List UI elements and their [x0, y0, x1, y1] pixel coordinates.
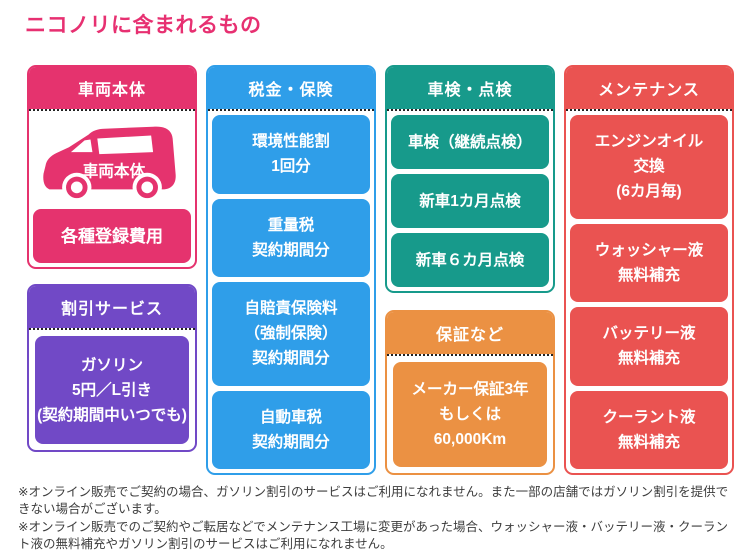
- footnote: ※オンライン販売でのご契約やご転居などでメンテナンス工場に変更があった場合、ウォ…: [18, 520, 728, 551]
- footnote: ※オンライン販売でご契約の場合、ガソリン割引のサービスはご利用になれません。また…: [18, 485, 729, 516]
- page-title: ニコノリに含まれるもの: [25, 14, 262, 37]
- maintenance-item-coolant: クーラント液 無料補充: [570, 390, 728, 470]
- car-icon: 車両本体: [43, 126, 176, 202]
- maintenance-item-battery: バッテリー液 無料補充: [570, 307, 728, 386]
- inspection-item-shaken: 車検（継続点検）: [391, 115, 549, 170]
- item-line: 1回分: [271, 158, 311, 176]
- card-warranty: 保証など メーカー保証3年 もしくは 60,000Km: [385, 310, 555, 476]
- dotted-divider: [387, 109, 553, 112]
- section-header-warranty: 保証など: [387, 312, 553, 355]
- item-line: 交換: [633, 158, 665, 176]
- item-line: 無料補充: [617, 433, 680, 451]
- dotted-divider: [208, 109, 374, 112]
- card-inspection: 車検・点検 車検（継続点検） 新車1カ月点検 新車６カ月点検: [385, 65, 555, 294]
- car-illustration: 車両本体: [33, 115, 191, 204]
- item-line: 契約期間分: [252, 433, 330, 451]
- item-line: 契約期間分: [252, 350, 330, 368]
- item-line: (6カ月毎): [616, 183, 682, 201]
- footnotes: ※オンライン販売でご契約の場合、ガソリン割引のサービスはご利用になれません。また…: [18, 484, 736, 552]
- item-line: 新車６カ月点検: [415, 251, 525, 269]
- item-line: 新車1カ月点検: [419, 192, 521, 210]
- section-header-discount: 割引サービス: [29, 286, 195, 329]
- card-maintenance: メンテナンス エンジンオイル 交換 (6カ月毎) ウォッシャー液 無料補充 バッ…: [564, 65, 734, 476]
- maintenance-item-washer: ウォッシャー液 無料補充: [570, 223, 728, 303]
- item-line: メーカー保証3年: [411, 381, 529, 399]
- tax-item-liability: 自賠責保険料 （強制保険） 契約期間分: [212, 282, 370, 386]
- item-line: （強制保険）: [244, 325, 338, 343]
- warranty-item-maker: メーカー保証3年 もしくは 60,000Km: [393, 362, 547, 468]
- inspection-item-1month: 新車1カ月点検: [391, 174, 549, 229]
- item-line: エンジンオイル: [594, 133, 704, 151]
- section-header-tax: 税金・保険: [208, 67, 374, 110]
- item-line: 重量税: [267, 216, 315, 234]
- item-line: 自動車税: [259, 408, 322, 426]
- car-body-label: 車両本体: [83, 161, 146, 180]
- column-tax: 税金・保険 環境性能割 1回分 重量税 契約期間分 自賠責保険料 （強制保険） …: [206, 65, 376, 476]
- item-line: 自賠責保険料: [244, 300, 338, 318]
- column-vehicle: 車両本体 車両本体: [27, 65, 197, 453]
- item-line: 各種登録費用: [61, 226, 163, 246]
- card-discount: 割引サービス ガソリン 5円／L引き (契約期間中いつでも): [27, 284, 197, 453]
- item-line: 60,000Km: [433, 431, 507, 449]
- columns-grid: 車両本体 車両本体: [27, 65, 754, 476]
- item-line: 車検（継続点検）: [407, 133, 532, 151]
- section-header-inspection: 車検・点検: [387, 67, 553, 110]
- tax-item-auto: 自動車税 契約期間分: [212, 390, 370, 470]
- vehicle-item-registration: 各種登録費用: [33, 209, 191, 264]
- dotted-divider: [566, 109, 732, 112]
- item-line: もしくは: [438, 406, 501, 424]
- item-line: 5円／L引き: [71, 381, 153, 399]
- tax-item-environment: 環境性能割 1回分: [212, 115, 370, 194]
- item-line: クーラント液: [602, 408, 696, 426]
- item-line: ガソリン: [80, 356, 143, 374]
- item-line: 無料補充: [617, 266, 680, 284]
- card-vehicle: 車両本体 車両本体: [27, 65, 197, 270]
- item-line: 無料補充: [617, 350, 680, 368]
- dotted-divider: [29, 328, 195, 331]
- tax-item-weight: 重量税 契約期間分: [212, 198, 370, 278]
- section-header-vehicle: 車両本体: [29, 67, 195, 110]
- column-maintenance: メンテナンス エンジンオイル 交換 (6カ月毎) ウォッシャー液 無料補充 バッ…: [564, 65, 734, 476]
- item-line: 環境性能割: [252, 133, 330, 151]
- discount-item-gasoline: ガソリン 5円／L引き (契約期間中いつでも): [35, 336, 189, 445]
- dotted-divider: [387, 354, 553, 357]
- item-line: 契約期間分: [252, 241, 330, 259]
- dotted-divider: [29, 109, 195, 112]
- card-tax: 税金・保険 環境性能割 1回分 重量税 契約期間分 自賠責保険料 （強制保険） …: [206, 65, 376, 476]
- maintenance-item-oil: エンジンオイル 交換 (6カ月毎): [570, 115, 728, 219]
- item-line: (契約期間中いつでも): [37, 406, 187, 424]
- section-header-maintenance: メンテナンス: [566, 67, 732, 110]
- item-line: バッテリー液: [602, 325, 696, 343]
- item-line: ウォッシャー液: [594, 241, 704, 259]
- inspection-item-6month: 新車６カ月点検: [391, 233, 549, 288]
- column-inspection: 車検・点検 車検（継続点検） 新車1カ月点検 新車６カ月点検 保証など: [385, 65, 555, 476]
